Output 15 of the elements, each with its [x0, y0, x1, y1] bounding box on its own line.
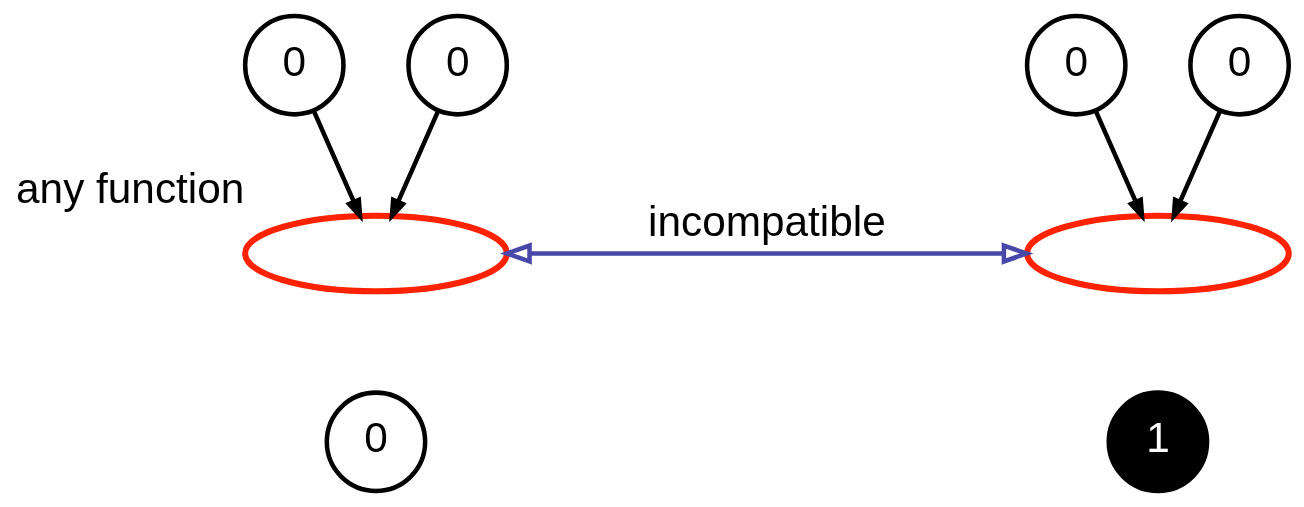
node-circle: 0 [1188, 13, 1291, 117]
arrow [389, 109, 441, 223]
node-circle: 0 [324, 390, 428, 494]
node-ellipse [242, 212, 510, 295]
arrow [311, 109, 363, 223]
node-circle: 0 [406, 13, 510, 117]
arrow [499, 242, 1034, 265]
node-circle: 0 [1024, 13, 1128, 117]
node-circle: 0 [242, 13, 346, 117]
arrow [1171, 109, 1223, 223]
arrow [1093, 109, 1145, 223]
edge-label: incompatible [648, 197, 886, 245]
node-label: any function [16, 164, 245, 212]
node-circle: 1 [1106, 390, 1210, 494]
node-ellipse [1024, 212, 1292, 295]
